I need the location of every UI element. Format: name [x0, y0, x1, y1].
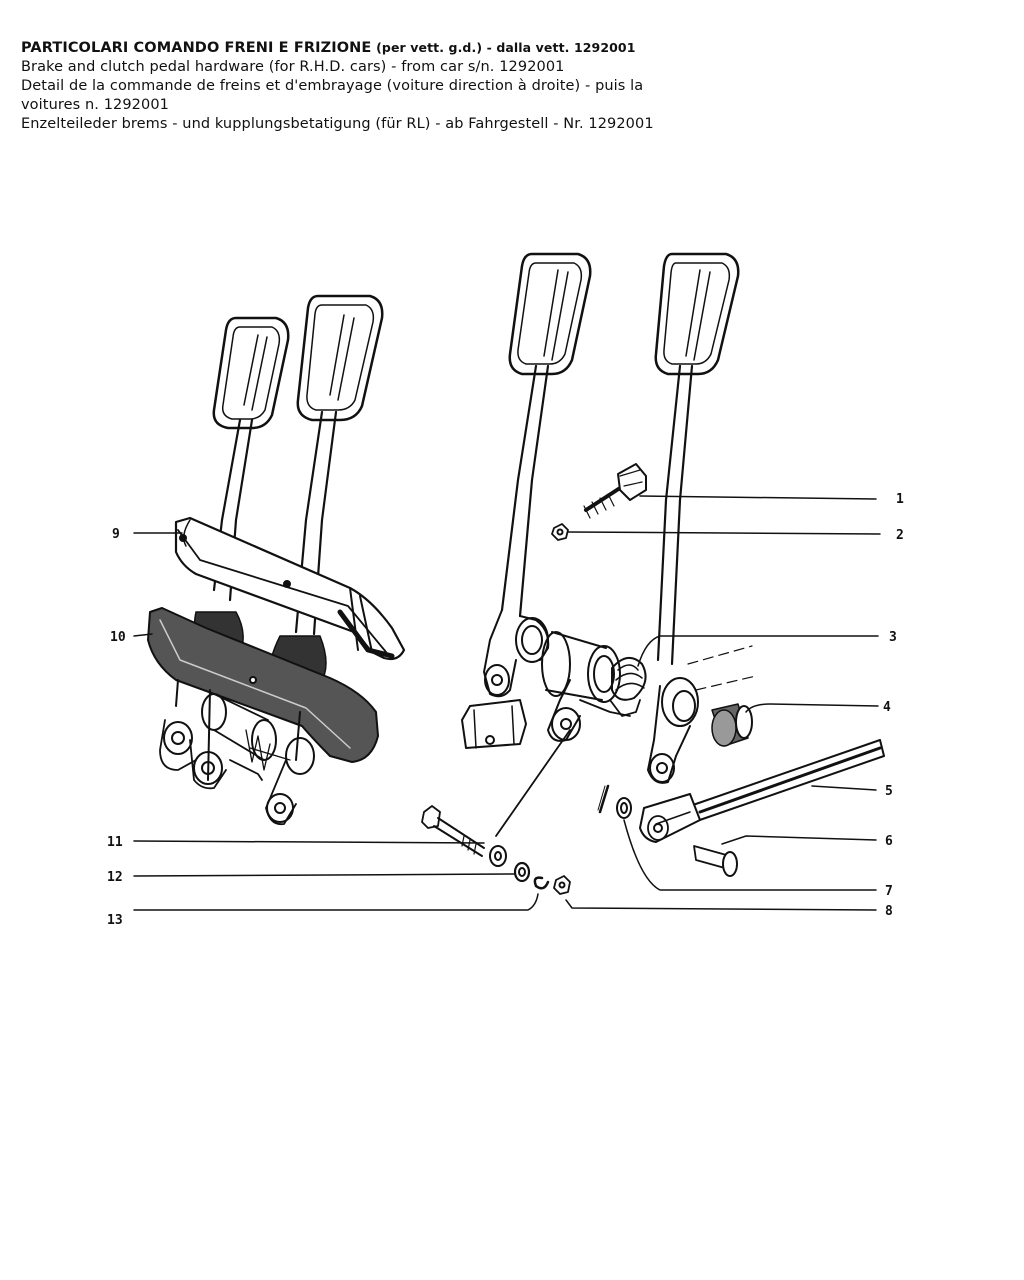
shield-plate: [147, 607, 379, 763]
title-english: Brake and clutch pedal hardware (for R.H…: [21, 59, 565, 75]
callout-1: 1: [896, 492, 904, 507]
bolt-11: [421, 805, 485, 857]
washer-11: [489, 845, 507, 867]
left-pedal-assembly: [147, 294, 406, 826]
title-french-1: Detail de la commande de freins et d'emb…: [21, 78, 644, 94]
cover-bracket: [174, 516, 406, 661]
washer-12: [513, 861, 531, 883]
pushrod: [639, 739, 885, 843]
clevis-pin-6: [693, 845, 738, 877]
pivot-tube: [461, 631, 631, 749]
callout-11: 11: [107, 835, 123, 850]
callout-8: 8: [885, 904, 893, 919]
bolt-1: [583, 463, 647, 519]
callout-2: 2: [896, 528, 904, 543]
lock-washer-13: [533, 876, 550, 890]
callout-12: 12: [107, 870, 123, 885]
bushing: [711, 703, 753, 747]
callout-3: 3: [889, 630, 897, 645]
return-spring: [609, 657, 647, 717]
callout-6: 6: [885, 834, 893, 849]
title-italian: PARTICOLARI COMANDO FRENI E FRIZIONE: [21, 40, 372, 56]
callout-7: 7: [885, 884, 893, 899]
title-german: Enzelteileder brems - und kupplungsbetat…: [21, 116, 654, 132]
page-header: PARTICOLARI COMANDO FRENI E FRIZIONE (pe…: [21, 38, 721, 134]
nut-2: [551, 523, 569, 541]
title-french-2: voitures n. 1292001: [21, 97, 169, 113]
brake-pedal: [483, 252, 592, 698]
callout-4: 4: [883, 700, 891, 715]
title-italian-line: PARTICOLARI COMANDO FRENI E FRIZIONE (pe…: [21, 38, 721, 58]
callout-9: 9: [112, 527, 120, 542]
callout-numbers: 1 2 3 4 5 6 7 8 9 10 11 12 13: [107, 492, 904, 928]
cotter-pin: [597, 784, 610, 814]
callout-5: 5: [885, 784, 893, 799]
right-pedal-assembly: [461, 252, 885, 877]
callout-10: 10: [110, 630, 126, 645]
callout-13: 13: [107, 913, 123, 928]
nut-8: [553, 875, 571, 895]
washer-7: [616, 797, 632, 819]
title-italian-suffix: (per vett. g.d.) - dalla vett. 1292001: [376, 40, 636, 55]
leader-lines: [133, 495, 881, 911]
clutch-pedal: [647, 252, 757, 784]
loose-hardware: [421, 729, 571, 895]
left-pedal-hinge: [159, 679, 315, 826]
